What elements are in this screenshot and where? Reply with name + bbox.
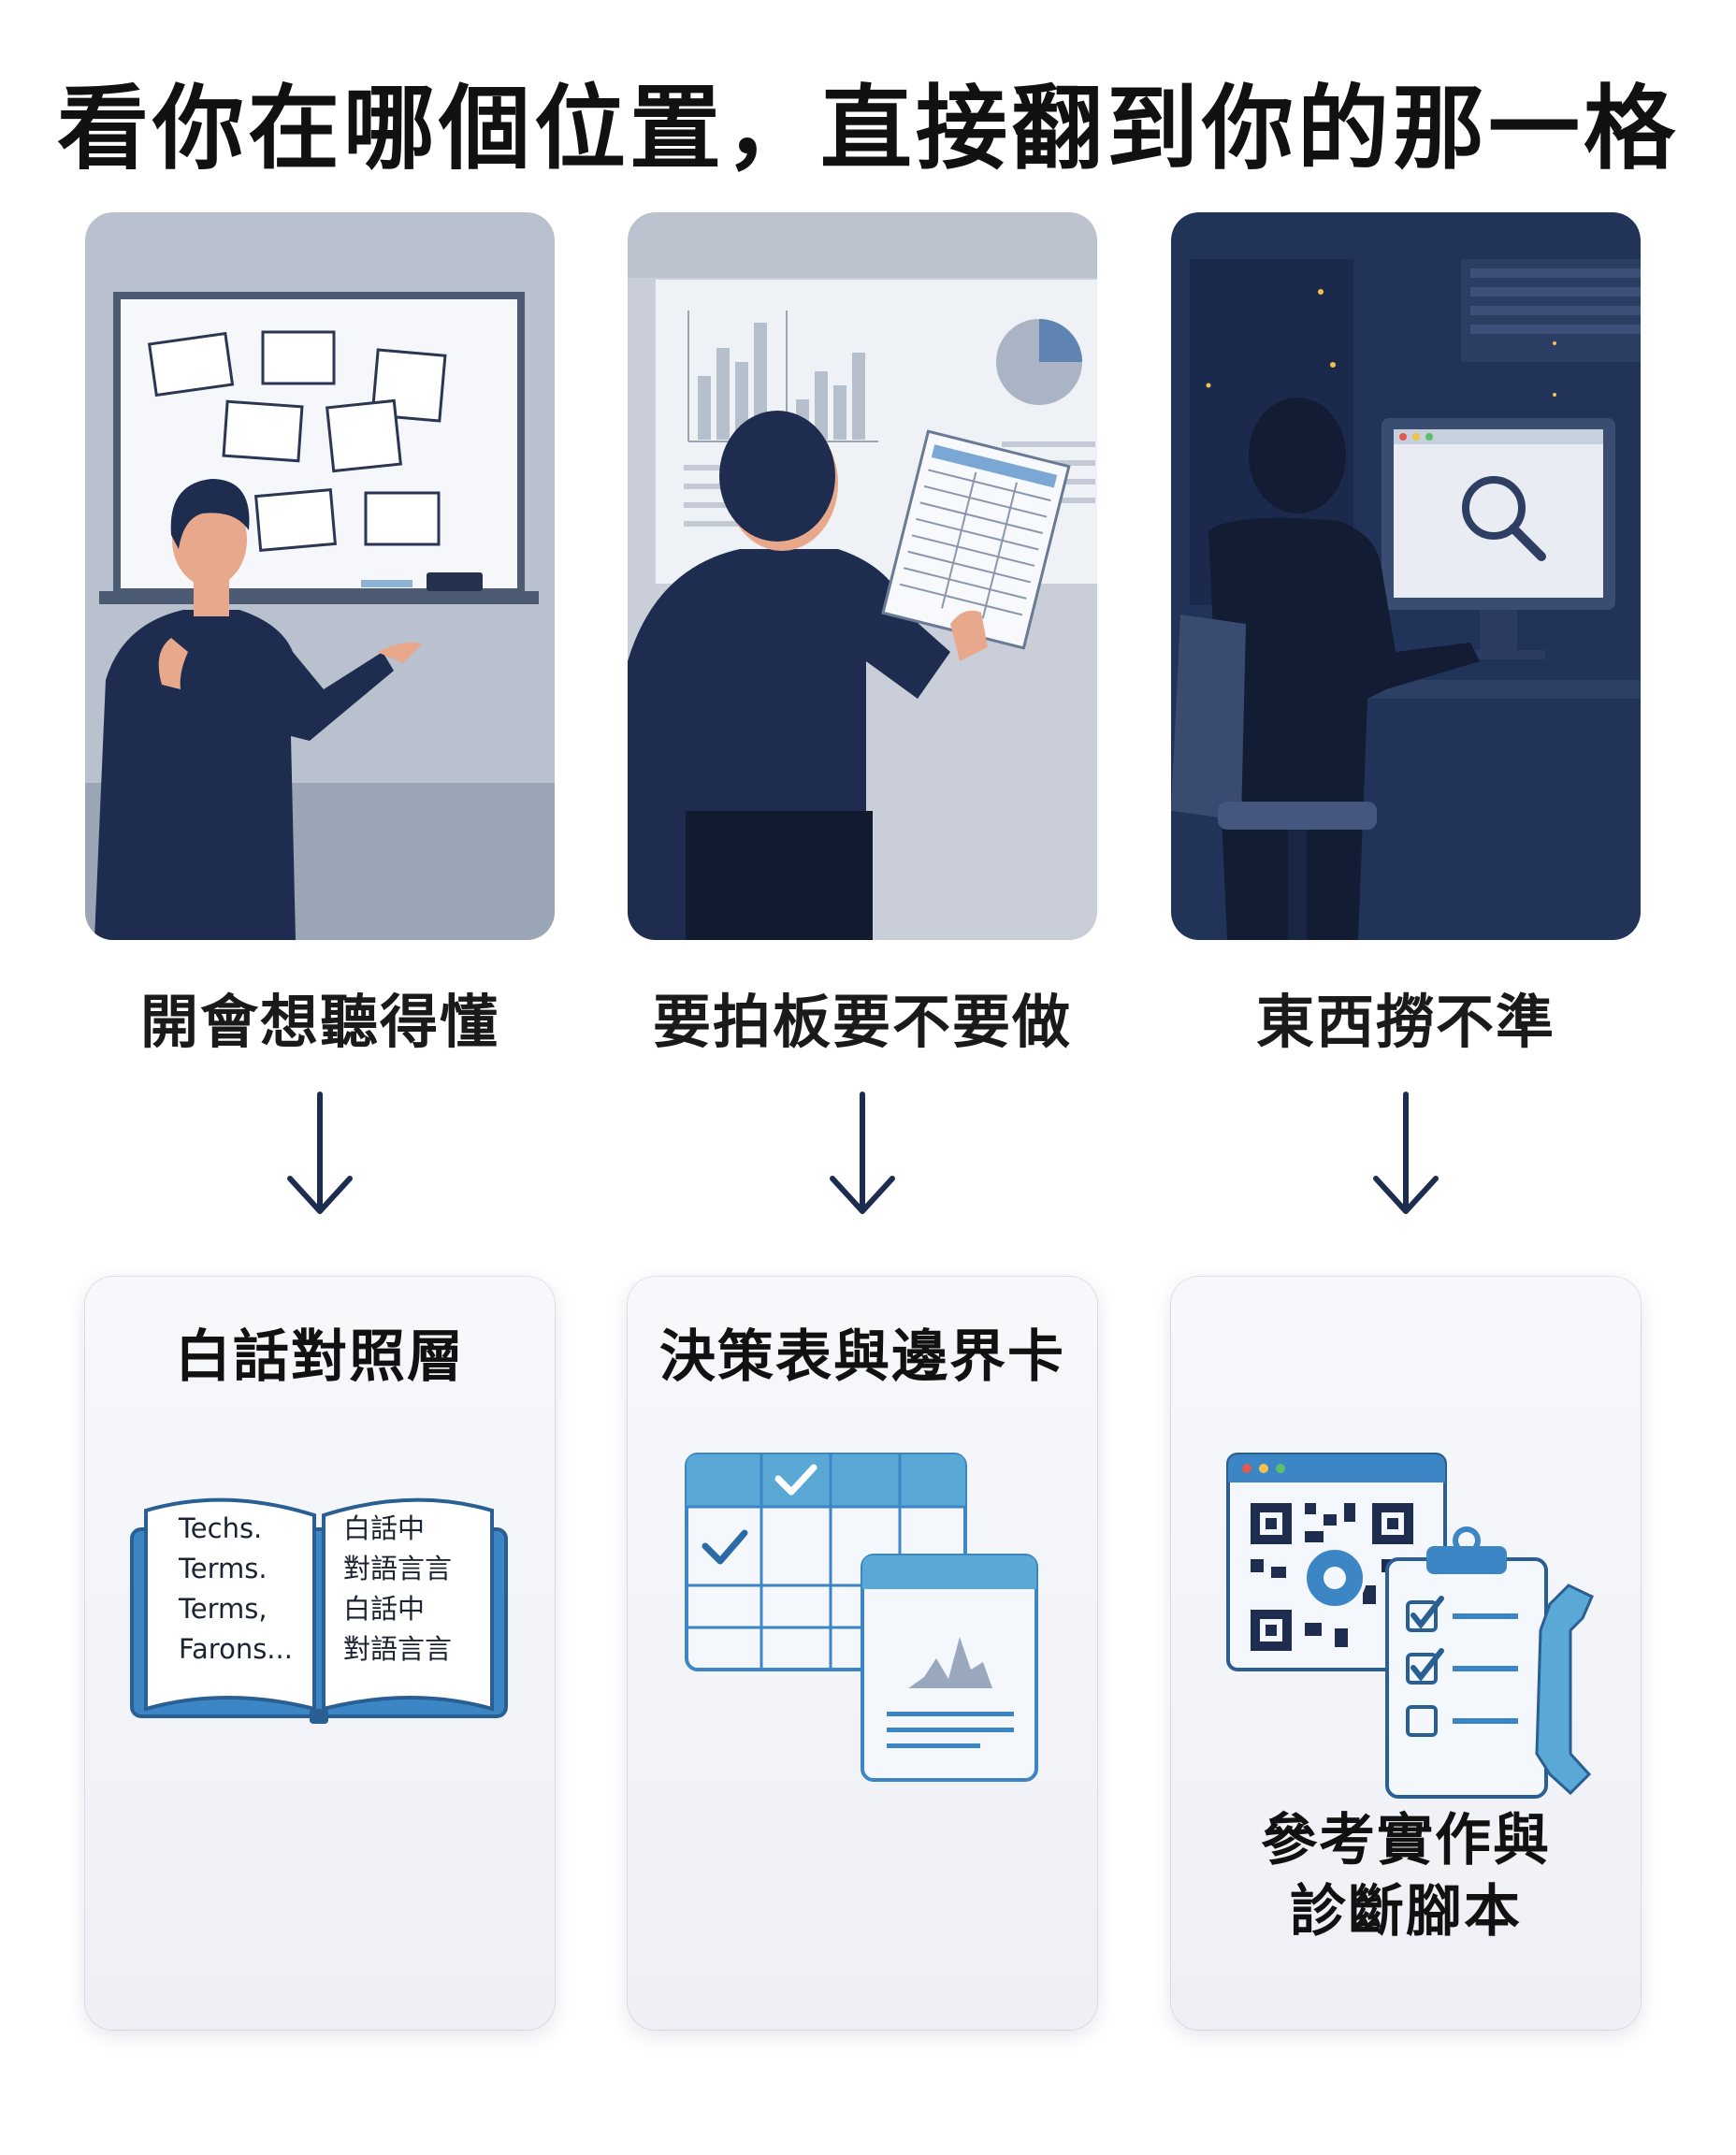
resource-card-reference-impl[interactable]: 參考實作與 診斷腳本 (1171, 1277, 1641, 2030)
open-book-icon (130, 1497, 508, 1724)
resource-card-decision-table[interactable]: 決策表與邊界卡 (628, 1277, 1097, 2030)
decision-scene-illustration (628, 212, 1097, 940)
situation-label-retrieval: 東西撈不準 (1255, 988, 1555, 1056)
card-title: 白話對照層 (175, 1324, 465, 1390)
night-search-scene-illustration (1171, 212, 1641, 940)
qr-checklist-wrench-icon (1226, 1453, 1594, 1799)
meeting-scene-illustration (85, 212, 555, 940)
down-arrow-icon (287, 1092, 353, 1214)
decision-table-icon (685, 1453, 1038, 1782)
page-title: 看你在哪個位置，直接翻到你的那一格 (56, 76, 1679, 182)
card-title: 決策表與邊界卡 (659, 1324, 1065, 1390)
situation-label-meeting: 開會想聽得懂 (139, 988, 499, 1056)
resource-card-plain-language[interactable]: 白話對照層 Techs.Terms.Terms,Farons... 白話中對語言… (85, 1277, 555, 2030)
book-right-page: 白話中對語言言白話中對語言言 (343, 1512, 453, 1665)
down-arrow-icon (1373, 1092, 1439, 1214)
situation-label-decision: 要拍板要不要做 (652, 988, 1072, 1056)
card-title-line-2: 診斷腳本 (1290, 1879, 1522, 1945)
down-arrow-icon (830, 1092, 895, 1214)
card-title-line-1: 參考實作與 (1261, 1808, 1551, 1873)
book-left-page: Techs.Terms.Terms,Farons... (179, 1512, 293, 1665)
